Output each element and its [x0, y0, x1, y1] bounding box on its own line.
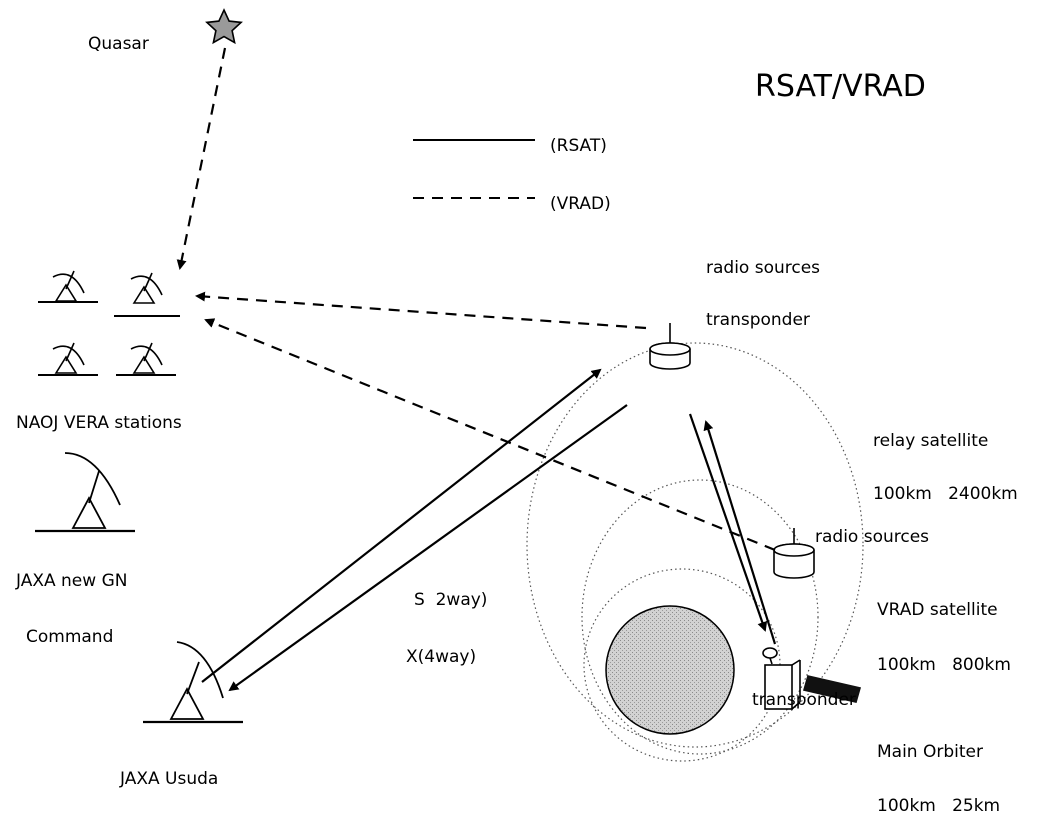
transponder-bottom-label: transponder	[752, 690, 856, 710]
vrad-satellite-icon	[774, 528, 814, 578]
legend-rsat-label: (RSAT)	[550, 136, 607, 156]
main-orbiter-label: Main Orbiter	[877, 742, 983, 762]
x-4way-label: X(4way)	[406, 647, 476, 667]
main-orbit-label: 100km 25km	[877, 796, 1000, 816]
transponder-top-label: transponder	[706, 310, 810, 330]
diagram-title: RSAT/VRAD	[755, 69, 926, 104]
vrad-links	[180, 48, 775, 550]
vrad-satellite-label: VRAD satellite	[877, 600, 998, 620]
naoj-vera-label: NAOJ VERA stations	[16, 413, 182, 433]
quasar-star-icon	[207, 10, 241, 43]
vera-antenna-1-icon	[38, 271, 98, 302]
usuda-to-relay-arrow	[202, 370, 600, 682]
legend-vrad-label: (VRAD)	[550, 194, 611, 214]
jaxa-new-gn-label: JAXA new GN	[15, 571, 127, 591]
s-2way-label: S 2way)	[414, 590, 487, 610]
relay-source-to-vera-arrow	[197, 296, 646, 328]
relay-satellite-label: relay satellite	[873, 431, 988, 451]
moon	[606, 606, 734, 734]
vera-antenna-4-icon	[116, 343, 176, 375]
radio-sources-top-label: radio sources	[706, 258, 820, 278]
quasar-label: Quasar	[88, 34, 149, 54]
relay-orbit-label: 100km 2400km	[873, 484, 1018, 504]
legend: (RSAT) (VRAD)	[413, 136, 611, 214]
relay-to-orbiter-arrow	[690, 414, 765, 630]
vera-antenna-3-icon	[38, 343, 98, 375]
relay-satellite-icon	[650, 323, 690, 369]
command-label: Command	[26, 627, 113, 647]
orbiter-to-relay-arrow	[706, 422, 775, 644]
vera-antenna-2-icon	[114, 273, 180, 316]
jaxa-usuda-antenna-icon	[143, 642, 243, 722]
vrad-orbit-label: 100km 800km	[877, 655, 1011, 675]
jaxa-usuda-label: JAXA Usuda	[119, 769, 218, 789]
quasar-to-vera-arrow	[180, 48, 225, 268]
radio-sources-mid-label: radio sources	[815, 527, 929, 547]
jaxa-new-gn-antenna-icon	[35, 453, 135, 531]
